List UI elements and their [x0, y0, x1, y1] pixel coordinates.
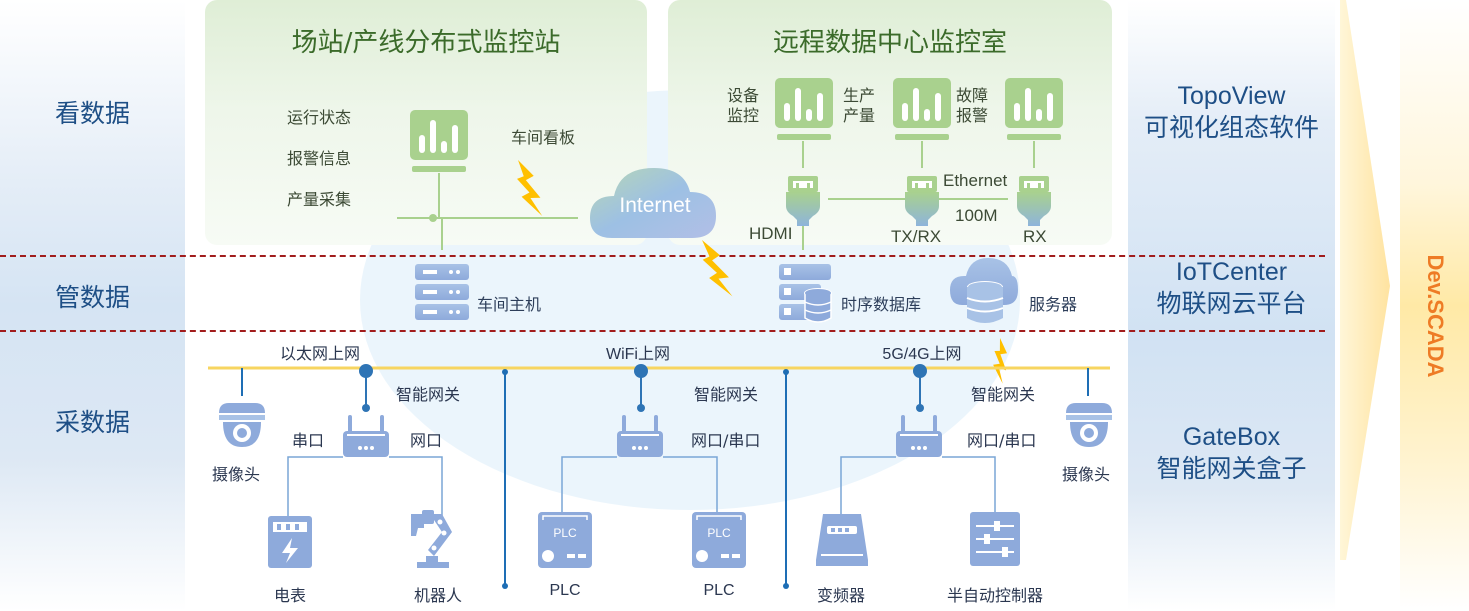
- gateway-label: 智能网关: [396, 385, 461, 404]
- camera-icon: [219, 403, 265, 447]
- plc-icon: [691, 511, 747, 569]
- controller-icon: [970, 512, 1020, 566]
- host-label: 车间主机: [477, 295, 542, 314]
- wireless-bolt-icon: [685, 240, 750, 297]
- cloud-server-icon: [950, 258, 1018, 323]
- tsdb-label: 时序数据库: [841, 295, 922, 314]
- product-column: [1128, 0, 1335, 611]
- meter-icon: [268, 516, 312, 568]
- station-monitor-icon: [410, 110, 468, 172]
- tsdb-icon: [779, 264, 832, 323]
- monitor-label-fault: 故障 报警: [956, 86, 988, 126]
- connector-rx: RX: [1023, 227, 1047, 246]
- product-topoview: TopoView 可视化组态软件: [1128, 80, 1335, 144]
- host-server-icon: [415, 264, 469, 320]
- gateway-port-label: 网口/串口: [691, 431, 761, 450]
- monitor-label-device: 设备 监控: [727, 86, 759, 126]
- product-gatebox-name: GateBox: [1182, 423, 1281, 451]
- gateway-ethernet-icon: [343, 364, 389, 457]
- device-label-plc: PLC: [549, 582, 581, 599]
- plc-icon: [537, 511, 593, 569]
- network-ethernet-label: 以太网上网: [279, 344, 360, 363]
- product-iotcenter-desc: 物联网云平台: [1156, 289, 1307, 318]
- row-label-manage: 管数据: [54, 283, 130, 312]
- speed-label: 100M: [955, 206, 998, 225]
- device-label-inverter: 变频器: [816, 586, 865, 605]
- gateway-5g-icon: [896, 364, 942, 457]
- remote-monitor-icon: [775, 78, 833, 140]
- camera-label: 摄像头: [212, 465, 261, 484]
- monitor-label-line: 设备: [727, 86, 760, 105]
- monitor-label-line: 报警: [956, 106, 989, 125]
- flow-arrow: [1340, 0, 1390, 560]
- plc-badge: PLC: [553, 526, 577, 540]
- wireless-bolt-icon: [980, 338, 1023, 384]
- product-gatebox-desc: 智能网关盒子: [1156, 454, 1307, 483]
- device-label-controller: 半自动控制器: [946, 586, 1043, 605]
- gateway-serial-port-label: 串口: [292, 431, 325, 450]
- gateway-label: 智能网关: [694, 385, 759, 404]
- ethernet-plug-icon: [905, 176, 939, 226]
- monitor-label-line: 监控: [727, 106, 760, 125]
- station-item-alarm: 报警信息: [287, 149, 352, 168]
- device-label-robot: 机器人: [413, 586, 462, 605]
- device-label-plc: PLC: [703, 582, 735, 599]
- camera-icon: [1066, 403, 1112, 447]
- device-label-meter: 电表: [273, 586, 306, 605]
- remote-monitor-icon: [1005, 78, 1063, 140]
- network-5g-label: 5G/4G上网: [882, 346, 962, 363]
- connector-hdmi: HDMI: [749, 224, 793, 243]
- server-label: 服务器: [1029, 295, 1078, 314]
- station-panel-title: 场站/产线分布式监控站: [291, 28, 561, 58]
- network-wifi-label: WiFi上网: [606, 346, 670, 363]
- gateway-net-port-label: 网口: [410, 431, 443, 450]
- layer-divider-top: [0, 255, 1325, 257]
- internet-cloud-icon: [590, 168, 716, 238]
- monitor-label-line: 生产: [843, 86, 876, 105]
- product-iotcenter-name: IoTCenter: [1175, 258, 1288, 286]
- layer-divider-bottom: [0, 330, 1325, 332]
- gateway-wifi-icon: [617, 364, 663, 457]
- inverter-icon: [816, 514, 868, 566]
- internet-label: Internet: [619, 194, 691, 217]
- wireless-bolt-icon: [499, 160, 561, 217]
- plc-badge: PLC: [707, 526, 731, 540]
- monitor-label-production: 生产 产量: [843, 86, 875, 126]
- product-iotcenter: IoTCenter 物联网云平台: [1128, 256, 1335, 320]
- gateway-label: 智能网关: [971, 385, 1036, 404]
- camera-label: 摄像头: [1062, 465, 1111, 484]
- row-label-column: [0, 0, 185, 611]
- row-label-collect: 采数据: [54, 408, 130, 437]
- station-item-output: 产量采集: [287, 190, 352, 209]
- product-topoview-desc: 可视化组态软件: [1143, 113, 1319, 142]
- board-label: 车间看板: [511, 128, 576, 147]
- remote-monitor-icon: [893, 78, 951, 140]
- product-gatebox: GateBox 智能网关盒子: [1128, 421, 1335, 485]
- station-item-status: 运行状态: [287, 108, 352, 127]
- remote-panel-title: 远程数据中心监控室: [772, 28, 1007, 58]
- row-label-view: 看数据: [54, 99, 130, 128]
- scada-band: [1400, 0, 1469, 611]
- product-topoview-name: TopoView: [1177, 82, 1286, 110]
- hdmi-plug-icon: [786, 176, 820, 226]
- ethernet-label: Ethernet: [943, 171, 1008, 190]
- monitor-label-line: 故障: [956, 86, 989, 105]
- monitor-label-line: 产量: [843, 106, 876, 125]
- robot-arm-icon: [411, 510, 452, 568]
- connector-txrx: TX/RX: [891, 227, 942, 246]
- ethernet-plug-icon: [1017, 176, 1051, 226]
- gateway-port-label: 网口/串口: [967, 431, 1037, 450]
